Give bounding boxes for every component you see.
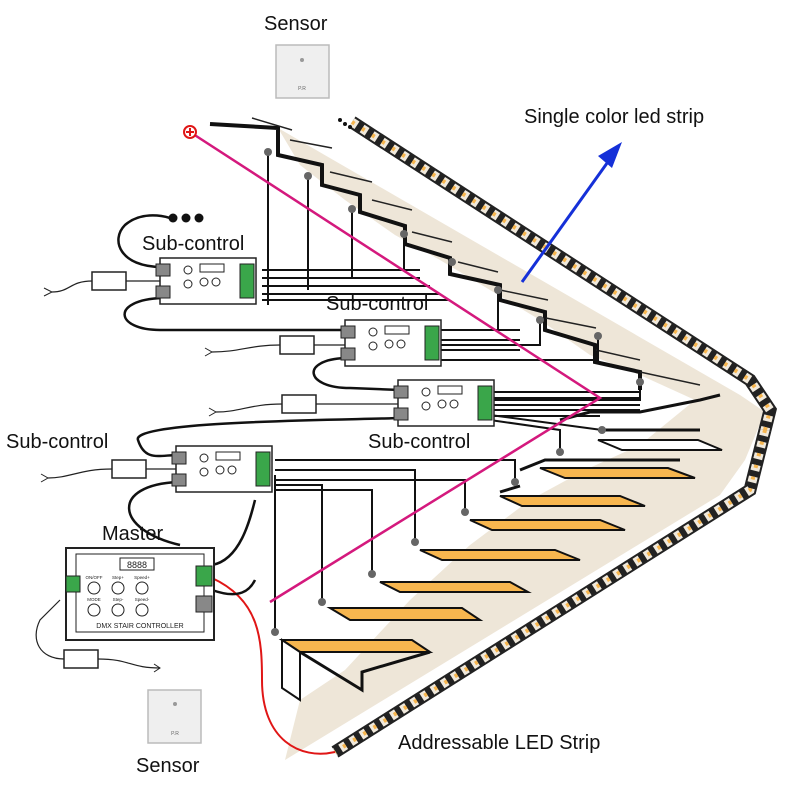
master-button-2: Step+ [112, 575, 124, 580]
master-button-1: ON/OFF [86, 575, 103, 580]
single-color-led-strip [348, 116, 778, 432]
sub-controller-2 [340, 319, 442, 367]
direction-arrow-icon [520, 142, 622, 283]
power-adapter [35, 599, 161, 673]
upper-stairs [209, 122, 642, 390]
link-cables [117, 214, 401, 596]
sensor-bottom-plate-text: P.R [171, 731, 179, 737]
sensor-top-plate-text: P.R [298, 86, 306, 92]
master-panel-title: DMX STAIR CONTROLLER [96, 623, 183, 630]
power-adapter [204, 335, 345, 357]
upper-stairs-thin [251, 117, 701, 386]
sensor-top-label: Sensor [264, 13, 328, 35]
addressable-strip-label: Addressable LED Strip [398, 732, 601, 754]
strip-end-dots [338, 118, 352, 129]
data-wire-red [211, 577, 336, 755]
sub-controller-3 [393, 379, 495, 427]
master-button-5: Step- [113, 597, 124, 602]
master-controller: 8888 ON/OFF Step+ Speed+ MODE Step- Spee… [65, 547, 215, 641]
power-adapter [208, 394, 398, 417]
sensor-bottom-device: P.R [147, 689, 202, 744]
power-adapter [40, 459, 178, 483]
sub-control-label-3: Sub-control [368, 431, 471, 453]
lit-steps [278, 393, 723, 702]
power-wire-pink [189, 130, 603, 604]
master-label: Master [102, 523, 164, 545]
master-button-6: Speed- [135, 597, 150, 602]
sensor-top-device: P.R [275, 44, 330, 99]
power-adapter [43, 271, 165, 297]
sensor-bottom-label: Sensor [136, 755, 200, 777]
sub-control-label-1: Sub-control [142, 233, 245, 255]
single-strip-label: Single color led strip [524, 106, 705, 128]
sub-controller-4 [171, 445, 273, 493]
sub-control-label-4: Sub-control [6, 431, 109, 453]
power-adapters [35, 271, 398, 673]
svg-text:8888: 8888 [127, 560, 147, 570]
master-button-4: MODE [87, 597, 101, 602]
addressable-led-strip [331, 428, 772, 758]
master-button-3: Speed+ [134, 575, 150, 580]
wire-joints [264, 148, 644, 636]
loop-dots [168, 213, 204, 223]
sub-control-label-2: Sub-control [326, 293, 429, 315]
sub-controller-1 [155, 257, 257, 305]
